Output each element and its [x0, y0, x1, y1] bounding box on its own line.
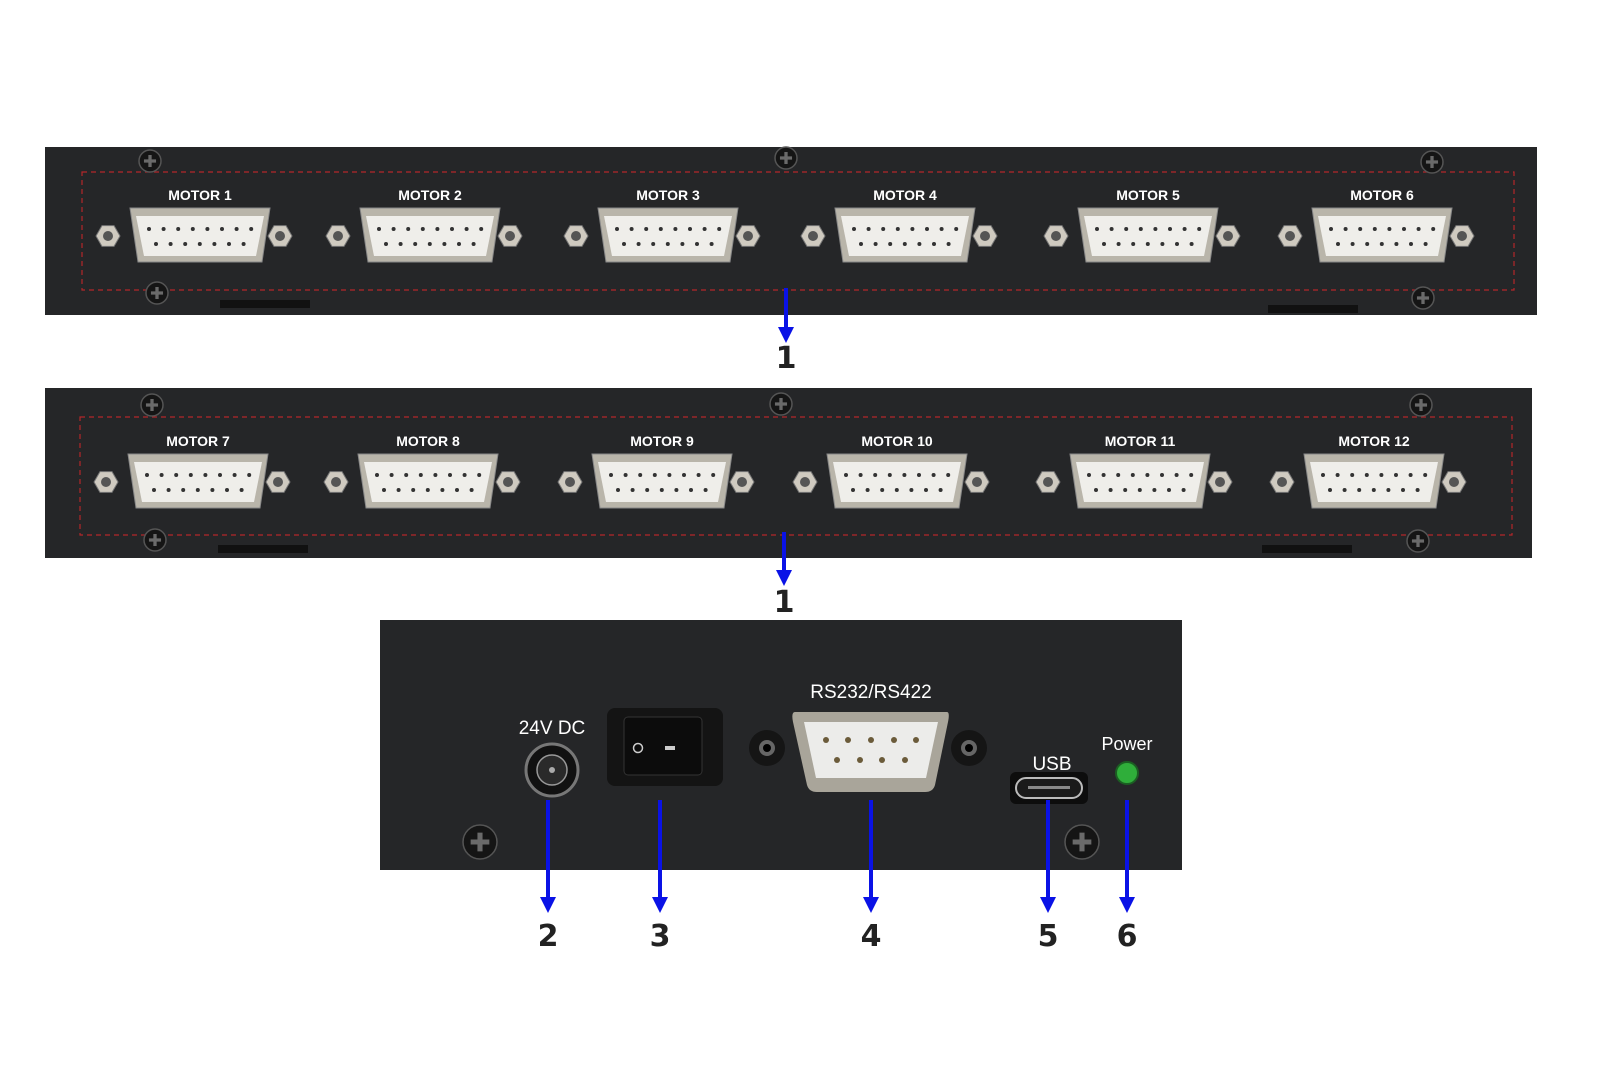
motor-connector-7[interactable] — [93, 453, 291, 509]
motor-label: MOTOR 7 — [166, 433, 230, 449]
screw-icon — [143, 528, 167, 552]
motor-connector-9[interactable] — [557, 453, 755, 509]
usb-label: USB — [1032, 754, 1071, 775]
callout-1-top: 1 — [776, 341, 797, 376]
power-input-label: 24V DC — [519, 718, 586, 739]
callout-4: 4 — [861, 919, 882, 954]
motor-label: MOTOR 4 — [873, 187, 937, 203]
motor-label: MOTOR 11 — [1105, 433, 1176, 449]
motor-label: MOTOR 9 — [630, 433, 694, 449]
motor-connector-10[interactable] — [792, 453, 990, 509]
motor-connector-6[interactable] — [1277, 207, 1475, 263]
dc-power-jack[interactable] — [524, 742, 580, 798]
rubber-foot — [1262, 545, 1352, 553]
motor-label: MOTOR 6 — [1350, 187, 1414, 203]
screw-icon — [774, 146, 798, 170]
serial-port-label: RS232/RS422 — [810, 682, 931, 703]
callout-2: 2 — [538, 919, 559, 954]
usb-c-port[interactable] — [1010, 772, 1088, 804]
screw-icon — [138, 149, 162, 173]
callout-3: 3 — [650, 919, 671, 954]
rubber-foot — [220, 300, 310, 308]
screw-icon — [1409, 393, 1433, 417]
motor-label: MOTOR 3 — [636, 187, 700, 203]
screw-icon — [140, 393, 164, 417]
screw-icon — [1406, 529, 1430, 553]
top-panel-outline — [81, 171, 1515, 291]
switch-on-icon — [665, 746, 675, 750]
motor-connector-1[interactable] — [95, 207, 293, 263]
power-switch[interactable] — [607, 708, 723, 786]
motor-connector-11[interactable] — [1035, 453, 1233, 509]
callout-6: 6 — [1117, 919, 1138, 954]
motor-label: MOTOR 1 — [168, 187, 232, 203]
screw-icon — [1420, 150, 1444, 174]
motor-label: MOTOR 5 — [1116, 187, 1180, 203]
middle-panel-outline — [79, 416, 1513, 536]
rubber-foot — [1268, 305, 1358, 313]
motor-connector-12[interactable] — [1269, 453, 1467, 509]
motor-label: MOTOR 2 — [398, 187, 462, 203]
switch-off-icon — [632, 742, 644, 754]
serial-port-db9[interactable] — [749, 712, 987, 792]
screw-icon — [1411, 286, 1435, 310]
motor-label: MOTOR 8 — [396, 433, 460, 449]
power-led-label: Power — [1101, 734, 1152, 754]
screw-icon — [462, 824, 498, 860]
motor-connector-3[interactable] — [563, 207, 761, 263]
motor-label: MOTOR 12 — [1338, 433, 1410, 449]
rubber-foot — [218, 545, 308, 553]
motor-connector-4[interactable] — [800, 207, 998, 263]
motor-connector-5[interactable] — [1043, 207, 1241, 263]
screw-icon — [145, 281, 169, 305]
power-led-icon — [1115, 761, 1139, 785]
motor-connector-8[interactable] — [323, 453, 521, 509]
motor-label: MOTOR 10 — [861, 433, 933, 449]
callout-1-middle: 1 — [774, 585, 795, 620]
screw-icon — [1064, 824, 1100, 860]
callout-5: 5 — [1038, 919, 1059, 954]
motor-connector-2[interactable] — [325, 207, 523, 263]
screw-icon — [769, 392, 793, 416]
